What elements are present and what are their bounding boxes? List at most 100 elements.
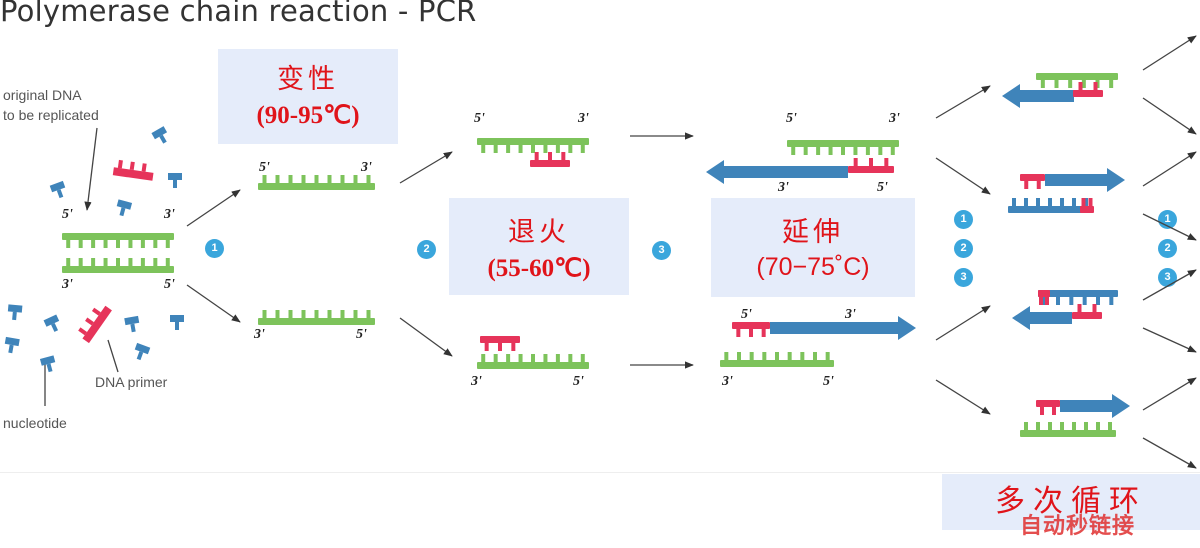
anneal-box: 退火 (55-60℃) — [449, 198, 629, 295]
diagram-title: Polymerase chain reaction - PCR — [0, 0, 477, 28]
free-nucleotide — [168, 173, 182, 188]
denature-box: 变性 (90-95℃) — [218, 49, 398, 144]
primer-strand — [1080, 198, 1094, 213]
free-nucleotide — [4, 336, 20, 354]
new-strand-arrow — [1002, 84, 1074, 108]
flow-arrow — [935, 305, 991, 341]
template-strand — [258, 310, 375, 325]
next-cycle-step-2-badge: 2 — [1158, 239, 1177, 258]
end-label: 3' — [254, 327, 265, 342]
flow-arrow — [1142, 327, 1197, 353]
free-nucleotide — [151, 126, 168, 144]
cycle-step-3-badge: 3 — [954, 268, 973, 287]
template-strand — [62, 258, 174, 273]
template-strand — [62, 233, 174, 248]
next-cycle-step-3-badge: 3 — [1158, 268, 1177, 287]
template-strand — [477, 138, 589, 153]
free-nucleotide — [43, 314, 60, 332]
anneal-label: 退火 — [508, 217, 570, 248]
label-to-be-replicated: to be replicated — [3, 107, 99, 123]
extend-box: 延伸 (70−75˚C) — [711, 198, 915, 297]
denature-label: 变性 — [277, 64, 339, 95]
flow-arrow — [935, 379, 991, 415]
step-3-badge: 3 — [652, 241, 671, 260]
free-nucleotide — [49, 180, 66, 199]
primer-strand — [530, 152, 570, 167]
flow-arrow — [1142, 35, 1197, 71]
end-label: 5' — [877, 180, 888, 195]
primer-strand — [1036, 400, 1060, 415]
anneal-temp: (55-60℃) — [487, 255, 591, 282]
end-label: 5' — [474, 111, 485, 126]
end-label: 5' — [573, 374, 584, 389]
template-strand — [258, 175, 375, 190]
end-label: 3' — [361, 160, 372, 175]
new-strand — [1008, 198, 1092, 213]
new-strand-arrow — [1012, 306, 1072, 330]
leader-line — [107, 339, 119, 373]
flow-arrow — [399, 151, 453, 184]
flow-arrow — [399, 317, 453, 357]
free-nucleotide — [7, 304, 23, 321]
template-strand — [1020, 422, 1116, 437]
cycle-step-2-badge: 2 — [954, 239, 973, 258]
primer-strand — [848, 158, 894, 173]
end-label: 3' — [889, 111, 900, 126]
new-strand — [1038, 290, 1118, 305]
label-original-dna: original DNA — [3, 87, 82, 103]
new-strand-arrow — [1045, 168, 1125, 192]
cycle-step-1-badge: 1 — [954, 210, 973, 229]
template-strand — [720, 352, 834, 367]
primer-strand — [1072, 304, 1102, 319]
primer-strand — [1020, 174, 1045, 189]
extend-temp: (70−75˚C) — [756, 253, 870, 281]
primer-strand — [732, 322, 770, 337]
free-primer — [112, 159, 154, 181]
bottom-divider — [0, 472, 1200, 473]
template-strand — [787, 140, 899, 155]
end-label: 3' — [845, 307, 856, 322]
extend-label: 延伸 — [782, 217, 844, 248]
label-nucleotide: nucleotide — [3, 415, 67, 431]
end-label: 3' — [722, 374, 733, 389]
end-label: 5' — [164, 277, 175, 292]
primer-strand — [1073, 82, 1103, 97]
end-label: 5' — [62, 207, 73, 222]
free-nucleotide — [124, 315, 140, 333]
template-strand — [1036, 73, 1118, 88]
new-strand-arrow — [1060, 394, 1130, 418]
flow-arrow — [1142, 269, 1197, 301]
end-label: 5' — [786, 111, 797, 126]
free-nucleotide — [170, 315, 184, 330]
step-2-badge: 2 — [417, 240, 436, 259]
multiple-cycles-box: 多次循环 — [942, 474, 1200, 530]
flow-arrow — [1142, 377, 1197, 411]
primer-strand — [1038, 290, 1050, 305]
flow-arrow — [935, 85, 991, 119]
free-nucleotide — [39, 355, 56, 373]
label-dna-primer: DNA primer — [95, 374, 168, 390]
flow-arrow — [1142, 437, 1197, 469]
denature-temp: (90-95℃) — [256, 102, 360, 129]
end-label: 5' — [356, 327, 367, 342]
end-label: 5' — [823, 374, 834, 389]
end-label: 3' — [62, 277, 73, 292]
new-strand-arrow — [706, 160, 848, 184]
flow-arrow — [186, 189, 241, 227]
flow-arrow — [935, 157, 991, 195]
new-strand-arrow — [770, 316, 916, 340]
end-label: 3' — [471, 374, 482, 389]
free-nucleotide — [116, 199, 133, 217]
free-nucleotide — [134, 342, 151, 361]
flow-arrow — [1142, 151, 1197, 187]
end-label: 3' — [164, 207, 175, 222]
watermark-text: 自动秒链接 — [1020, 514, 1136, 539]
end-label: 3' — [578, 111, 589, 126]
end-label: 5' — [259, 160, 270, 175]
template-strand — [477, 354, 589, 369]
primer-strand — [480, 336, 520, 351]
flow-arrow — [1142, 213, 1197, 241]
step-1-badge: 1 — [205, 239, 224, 258]
